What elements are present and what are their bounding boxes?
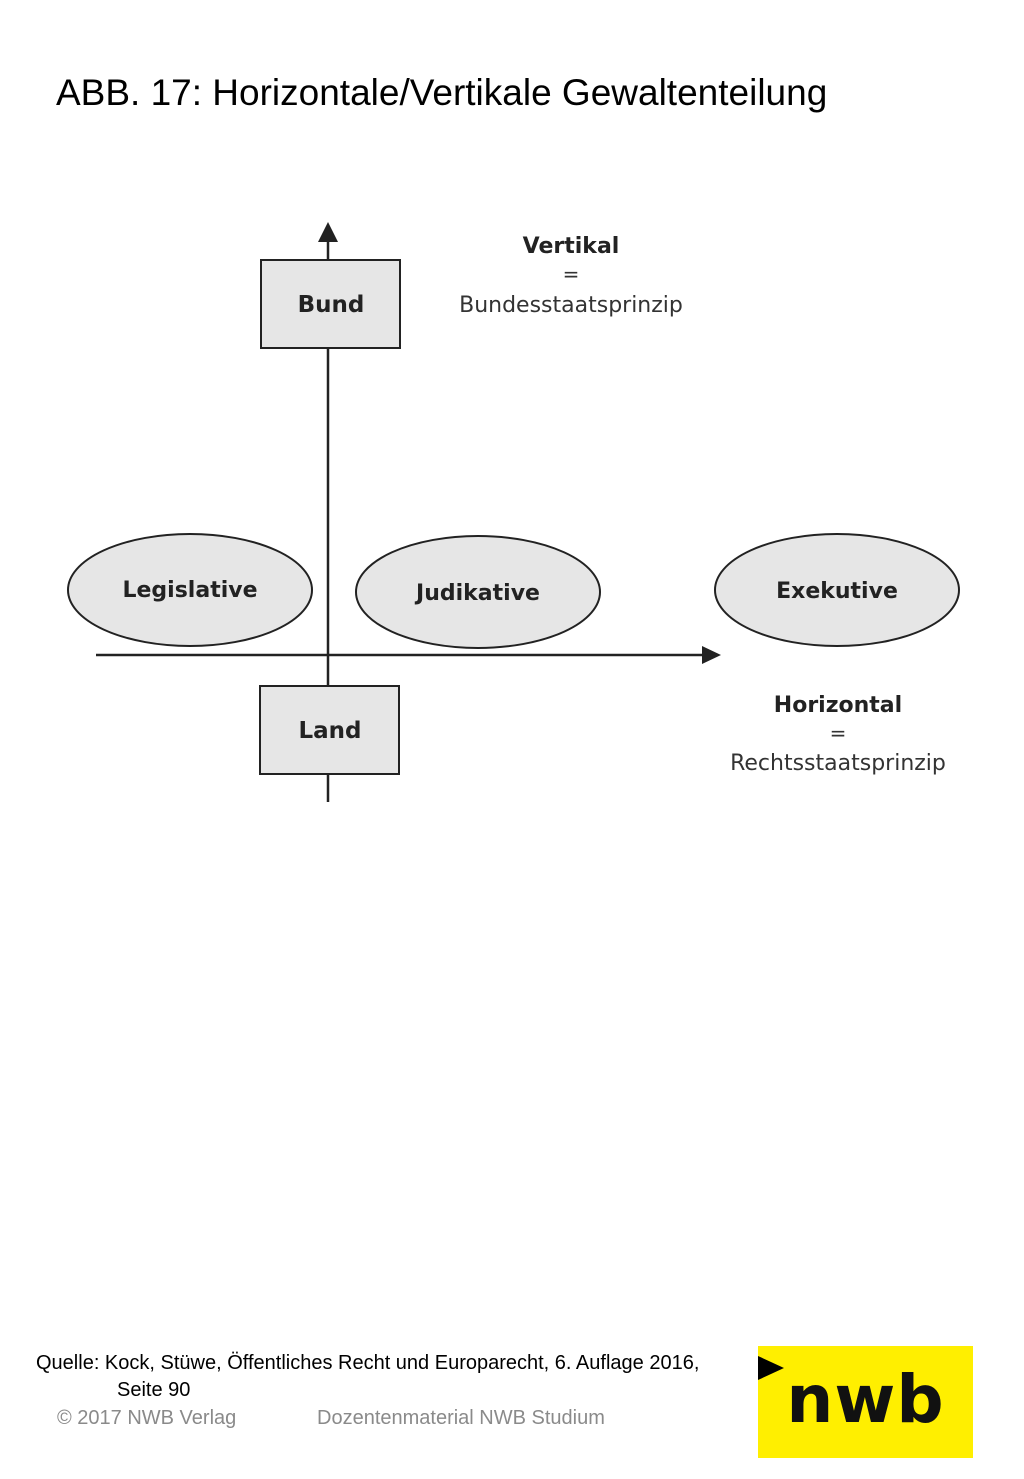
box-land: Land [259, 685, 400, 775]
horizontal-label-heading: Horizontal [774, 693, 902, 718]
vertical-label: Vertikal = Bundesstaatsprinzip [459, 234, 683, 318]
footer-material: Dozentenmaterial NWB Studium [317, 1407, 605, 1429]
ellipse-legislative: Legislative [67, 533, 313, 647]
ellipse-judikative: Judikative [355, 535, 601, 649]
horizontal-label-equals: = [830, 721, 847, 745]
horizontal-axis-arrowhead [702, 646, 721, 664]
ellipse-exekutive-label: Exekutive [776, 579, 898, 604]
vertical-label-equals: = [563, 262, 580, 286]
box-bund: Bund [260, 259, 401, 349]
vertical-label-principle: Bundesstaatsprinzip [459, 293, 683, 318]
ellipse-exekutive: Exekutive [714, 533, 960, 647]
horizontal-label-principle: Rechtsstaatsprinzip [730, 751, 946, 776]
source-citation: Quelle: Kock, Stüwe, Öffentliches Recht … [36, 1350, 699, 1404]
vertical-label-heading: Vertikal [523, 234, 620, 259]
footer-copyright: © 2017 NWB Verlag [57, 1407, 237, 1429]
box-land-label: Land [298, 718, 361, 744]
vertical-axis-arrowhead [318, 222, 338, 242]
next-slide-arrow-icon[interactable] [758, 1356, 784, 1380]
source-line-1: Quelle: Kock, Stüwe, Öffentliches Recht … [36, 1352, 700, 1374]
horizontal-label: Horizontal = Rechtsstaatsprinzip [730, 693, 946, 776]
ellipse-legislative-label: Legislative [122, 578, 257, 603]
ellipse-judikative-label: Judikative [414, 581, 540, 606]
source-line-2: Seite 90 [117, 1379, 191, 1401]
slide-title: ABB. 17: Horizontale/Vertikale Gewaltent… [56, 72, 828, 113]
box-bund-label: Bund [298, 292, 365, 318]
nwb-logo: nwb [758, 1346, 973, 1458]
nwb-logo-text: nwb [786, 1361, 945, 1438]
